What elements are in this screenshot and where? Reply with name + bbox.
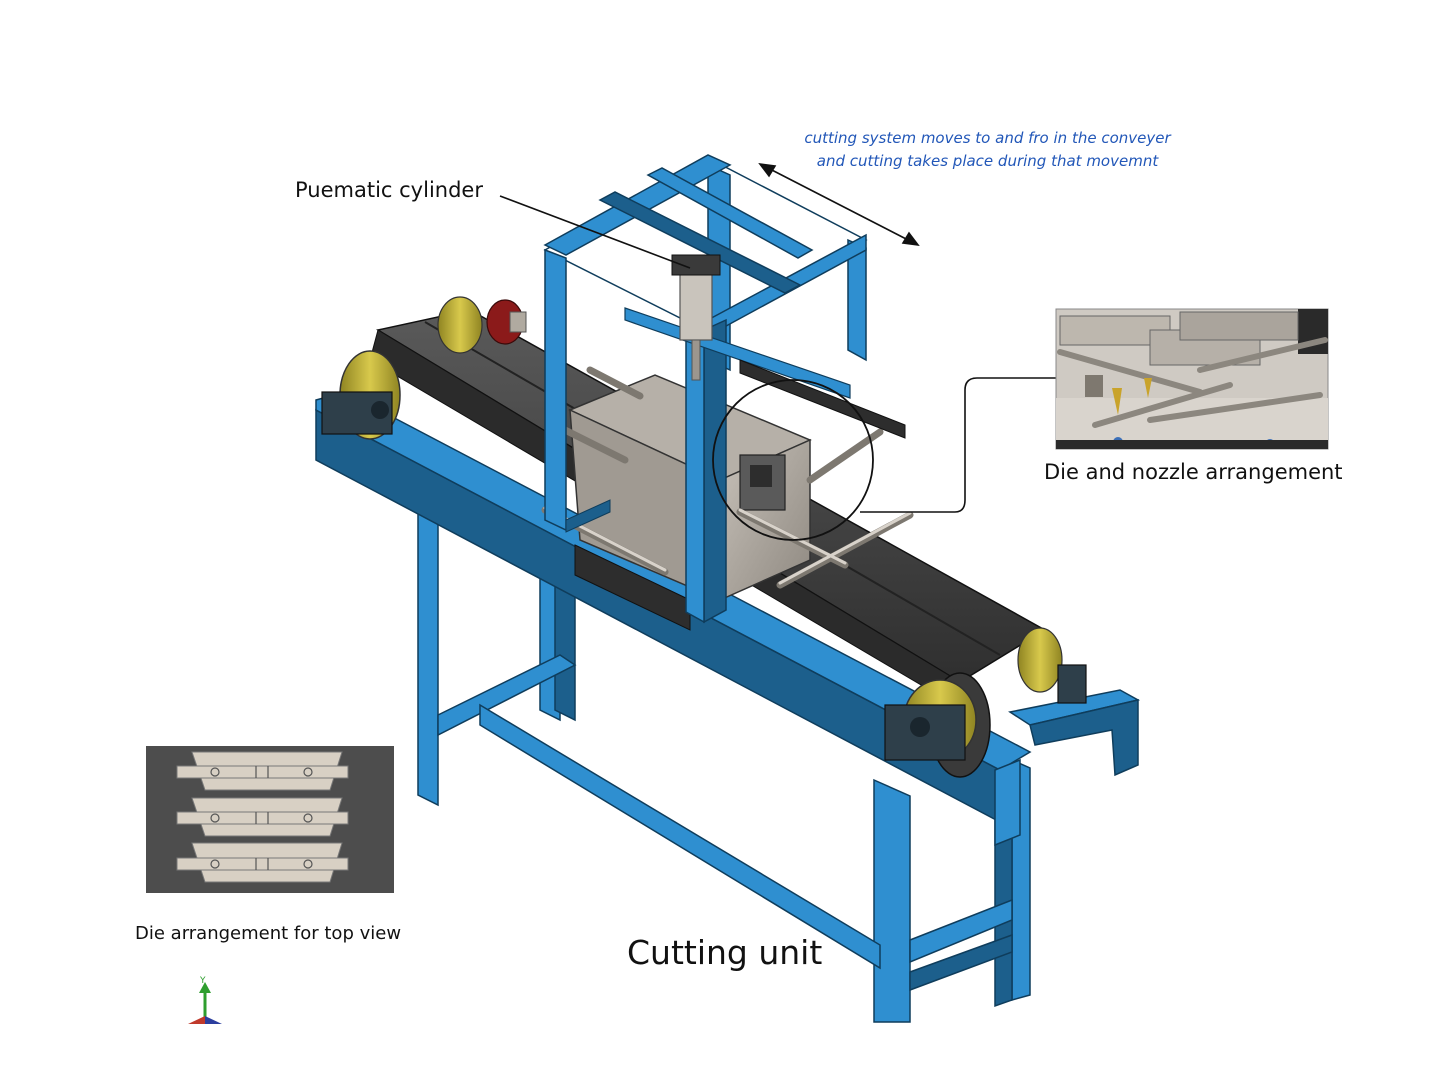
axis-triad: Y	[188, 976, 222, 1024]
leader-lines	[499, 195, 1058, 513]
die-top-view-label: Die arrangement for top view	[135, 923, 402, 944]
pneumatic-cylinder-label: Puematic cylinder	[295, 178, 483, 202]
motion-note-line2: and cutting takes place during that move…	[816, 152, 1159, 170]
die-nozzle-label: Die and nozzle arrangement	[1044, 460, 1343, 484]
nozzle-highlight-circle	[712, 379, 874, 541]
motion-double-arrow	[758, 162, 920, 247]
conveyor-frame	[315, 391, 1141, 847]
inset-die-nozzle	[1055, 308, 1329, 450]
pulleys	[321, 296, 1087, 761]
inset-die-top-view	[146, 746, 394, 893]
motion-note: cutting system moves to and fro in the c…	[770, 127, 1205, 173]
drive-motor	[486, 299, 527, 345]
motion-note-line1: cutting system moves to and fro in the c…	[804, 129, 1171, 147]
axis-y-label: Y	[199, 976, 206, 986]
page-title: Cutting unit	[627, 933, 823, 972]
pneumatic-cylinder	[671, 254, 721, 381]
